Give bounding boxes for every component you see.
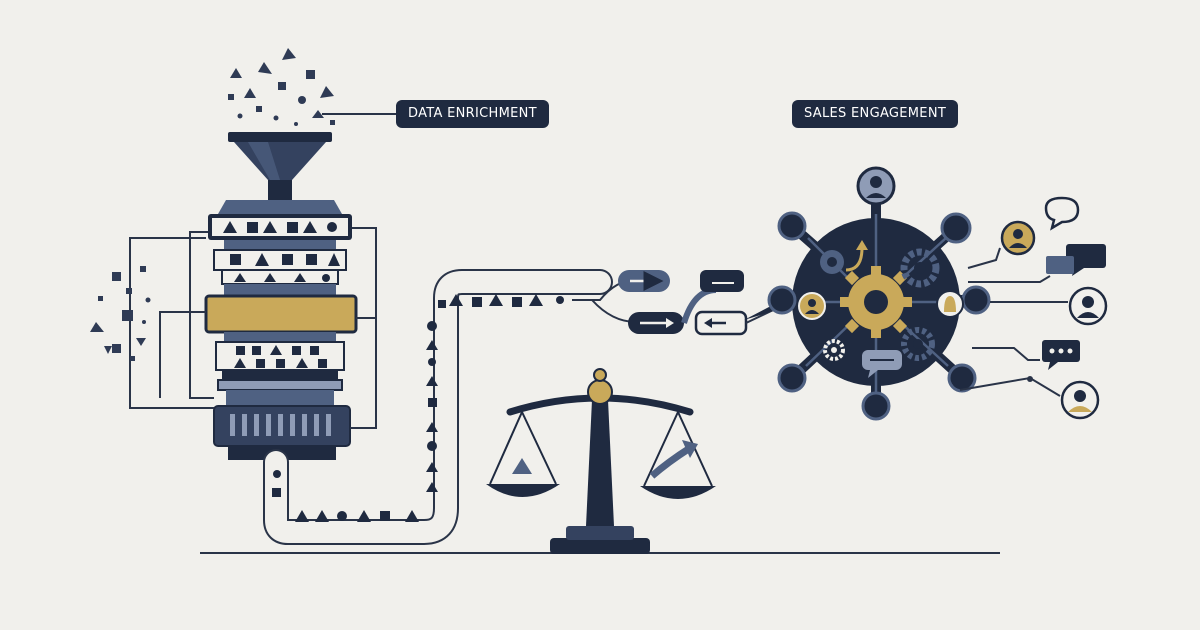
raw-data-particles-left <box>90 266 151 361</box>
gear-icon-small-lower <box>901 327 935 361</box>
gear-icon-small-left <box>823 339 845 361</box>
gear-icon <box>840 266 912 338</box>
conveyor-belt-icon <box>263 269 613 545</box>
contact-avatar-icon-2 <box>1068 286 1108 326</box>
up-arrow-icon <box>845 247 864 272</box>
contact-avatar-icon-3 <box>1060 380 1100 420</box>
machine-side-pipes <box>129 227 377 429</box>
person-avatar-icon-top <box>856 166 896 206</box>
raw-data-particles-top <box>228 48 335 126</box>
gear-icon-small-right <box>900 248 940 288</box>
person-avatar-icon-left <box>798 292 826 320</box>
sales-engagement-label: SALES ENGAGEMENT <box>792 100 959 128</box>
chat-bubble-icon-1 <box>1044 196 1080 231</box>
sales-engagement-network <box>767 166 991 421</box>
chat-bubble-icon-3 <box>1042 340 1080 370</box>
data-enrichment-label: DATA ENRICHMENT <box>396 100 549 128</box>
balance-scale-icon <box>486 368 716 554</box>
person-avatar-icon-right <box>936 290 964 318</box>
processing-machine-icon <box>204 200 358 460</box>
gear-icon-top-left <box>820 250 844 274</box>
contact-avatar-icon-1 <box>1000 220 1036 256</box>
funnel-icon <box>228 132 332 200</box>
chat-bubble-icon <box>862 350 902 378</box>
chat-bubble-icon-2 <box>1046 244 1106 276</box>
